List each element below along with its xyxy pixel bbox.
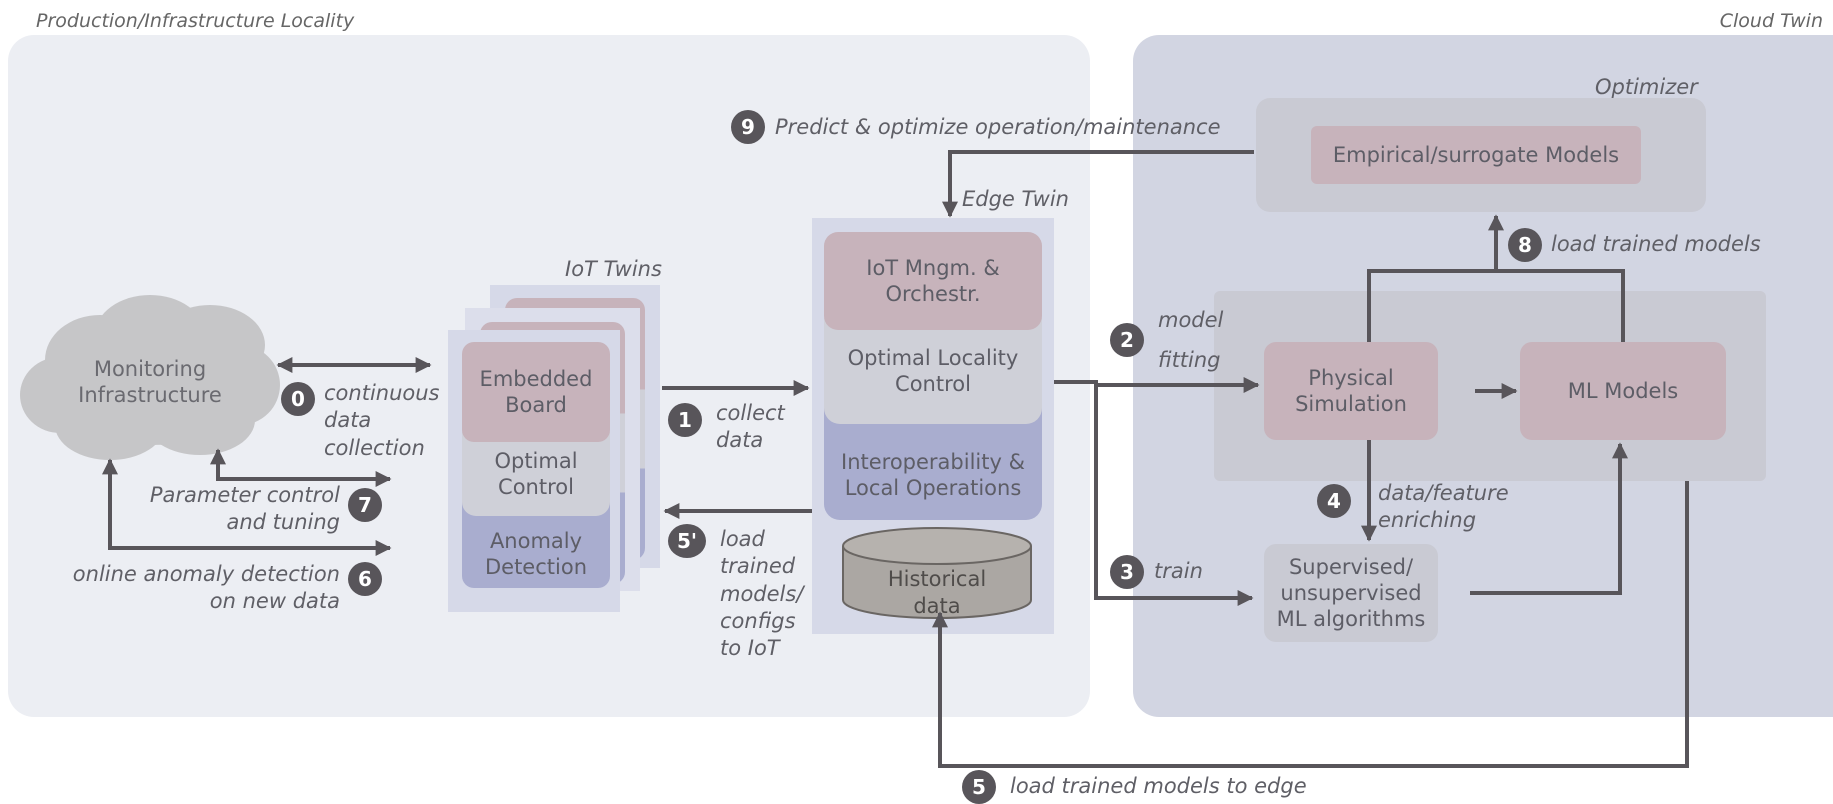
step-0-badge: 0 bbox=[281, 382, 315, 416]
iot-embedded-board: Embedded Board bbox=[462, 342, 610, 442]
step-5-label: load trained models to edge bbox=[1010, 774, 1307, 798]
step-9-badge: 9 bbox=[731, 110, 765, 144]
step-7-badge: 7 bbox=[348, 488, 382, 522]
step-9-label: Predict & optimize operation/maintenance bbox=[775, 115, 1221, 139]
step-3-label: train bbox=[1154, 559, 1203, 583]
step-6-badge: 6 bbox=[348, 562, 382, 596]
step-2-label-b: fitting bbox=[1158, 348, 1221, 372]
step-1-label: collect data bbox=[716, 401, 785, 453]
edge-iot-mngm: IoT Mngm. & Orchestr. bbox=[824, 232, 1042, 330]
step-3-badge: 3 bbox=[1110, 555, 1144, 589]
cloud-twin-title: Cloud Twin bbox=[1719, 10, 1823, 32]
step-1-badge: 1 bbox=[668, 403, 702, 437]
iot-optimal-control: Optimal Control bbox=[462, 432, 610, 516]
monitoring-infrastructure-label: Monitoring Infrastructure bbox=[78, 356, 222, 407]
edge-twin-title: Edge Twin bbox=[962, 187, 1069, 211]
iot-anomaly-detection: Anomaly Detection bbox=[484, 528, 588, 579]
physical-simulation: Physical Simulation bbox=[1264, 342, 1438, 440]
edge-interoperability: Interoperability & Local Operations bbox=[824, 408, 1042, 520]
step-8-label: load trained models bbox=[1551, 232, 1761, 256]
ml-models: ML Models bbox=[1520, 342, 1726, 440]
step-4-badge: 4 bbox=[1317, 484, 1351, 518]
iot-twins-title: IoT Twins bbox=[565, 257, 662, 281]
step-5-badge: 5 bbox=[962, 770, 996, 804]
step-0-label: continuous data collection bbox=[324, 381, 440, 460]
supervised-ml-algorithms: Supervised/ unsupervised ML algorithms bbox=[1264, 544, 1438, 642]
step-2-label-a: model bbox=[1158, 308, 1224, 332]
step-2-badge: 2 bbox=[1110, 323, 1144, 357]
edge-optimal-locality-control: Optimal Locality Control bbox=[824, 318, 1042, 424]
step-6-label: online anomaly detection on new data bbox=[72, 562, 340, 614]
step-5-prime-label: load trained models/ configs to IoT bbox=[720, 527, 804, 661]
step-4-label: data/feature enriching bbox=[1378, 481, 1509, 533]
step-8-badge: 8 bbox=[1508, 228, 1542, 262]
step-7-label: Parameter control and tuning bbox=[149, 483, 340, 535]
empirical-surrogate-models: Empirical/surrogate Models bbox=[1311, 126, 1641, 184]
optimizer-title: Optimizer bbox=[1595, 75, 1698, 99]
step-5-prime-badge: 5' bbox=[668, 524, 706, 558]
production-locality-title: Production/Infrastructure Locality bbox=[36, 10, 355, 32]
